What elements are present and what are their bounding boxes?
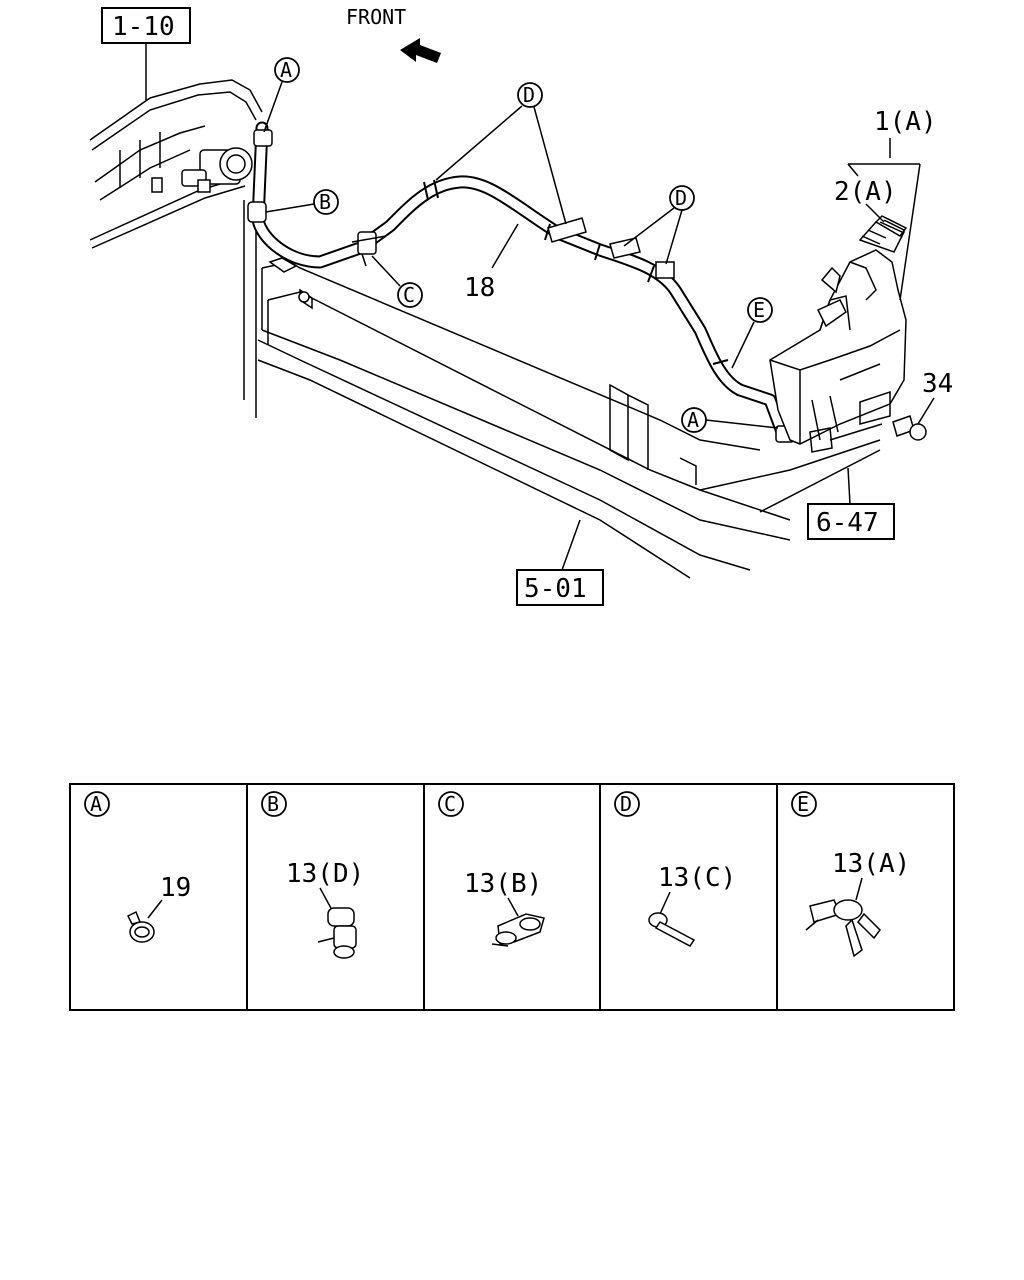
svg-text:A: A xyxy=(90,792,102,816)
detail-cell-e: E 13(A) xyxy=(791,791,910,958)
leader-line xyxy=(705,419,779,429)
clip-d-1 xyxy=(547,217,587,243)
leader-line xyxy=(265,203,315,213)
leader-line xyxy=(147,899,163,919)
double-clip-icon xyxy=(805,899,881,958)
label-cap: 2(A) xyxy=(834,177,897,207)
front-label: FRONT xyxy=(346,5,406,29)
detail-b-part: 13(D) xyxy=(286,859,364,889)
svg-text:1-10: 1-10 xyxy=(112,12,175,42)
detail-table xyxy=(69,783,955,1011)
callout-c[interactable]: C xyxy=(397,282,423,308)
svg-text:C: C xyxy=(403,283,415,307)
detail-cell-c: C 13(B) xyxy=(438,791,545,947)
svg-text:D: D xyxy=(620,792,632,816)
clip-a-top xyxy=(253,129,273,147)
detail-e-part: 13(A) xyxy=(832,849,910,879)
bolt-34 xyxy=(892,397,935,441)
svg-text:B: B xyxy=(267,792,279,816)
detail-a-letter xyxy=(84,791,110,817)
leader-line xyxy=(263,81,283,133)
callout-b[interactable]: B xyxy=(313,189,339,215)
leader-line xyxy=(319,887,333,911)
svg-text:5-01: 5-01 xyxy=(524,574,587,604)
leader-line xyxy=(623,207,683,265)
hose-clip-icon xyxy=(317,907,357,959)
washer-hose xyxy=(251,121,789,439)
detail-cell-d: D 13(C) xyxy=(614,791,736,947)
label-hose: 18 xyxy=(464,273,495,303)
label-tank: 1(A) xyxy=(874,107,937,137)
detail-e-letter xyxy=(791,791,817,817)
detail-a-part: 19 xyxy=(160,873,191,903)
radiator xyxy=(89,79,263,418)
svg-text:D: D xyxy=(523,83,535,107)
front-arrow-icon xyxy=(400,38,441,63)
svg-text:C: C xyxy=(444,792,456,816)
leader-line xyxy=(847,467,851,505)
label-bolt: 34 xyxy=(922,369,953,399)
svg-text:A: A xyxy=(687,408,699,432)
hose-clip-icon xyxy=(491,913,545,947)
detail-cell-b: B 13(D) xyxy=(261,791,364,959)
frame-member xyxy=(257,257,881,579)
svg-text:B: B xyxy=(319,190,331,214)
svg-text:E: E xyxy=(797,792,809,816)
leader-line xyxy=(855,877,863,901)
ref-box-1-10[interactable]: 1-10 xyxy=(101,7,191,44)
svg-text:6-47: 6-47 xyxy=(816,508,879,538)
clip-d-3 xyxy=(655,261,675,279)
leader-line xyxy=(847,138,921,301)
hose-clamp-icon xyxy=(126,910,155,943)
svg-text:D: D xyxy=(675,186,687,210)
callout-d-right[interactable]: D xyxy=(669,185,695,211)
callout-d-top[interactable]: D xyxy=(517,82,543,108)
clip-c xyxy=(351,231,387,267)
detail-cell-a: A 19 xyxy=(84,791,191,943)
leader-line xyxy=(731,321,755,369)
clip-d-2 xyxy=(609,237,641,259)
leader-line xyxy=(435,105,567,225)
leader-line xyxy=(865,203,885,223)
leader-line xyxy=(491,223,519,269)
ref-box-5-01[interactable]: 5-01 xyxy=(516,569,604,606)
detail-d-letter xyxy=(614,791,640,817)
clip-b xyxy=(247,201,267,223)
leader-line xyxy=(561,519,581,571)
svg-text:E: E xyxy=(753,298,765,322)
detail-c-part: 13(B) xyxy=(464,869,542,899)
callout-a-bottom[interactable]: A xyxy=(681,407,707,433)
callout-e[interactable]: E xyxy=(747,297,773,323)
washer-tank xyxy=(769,215,908,453)
cable-tie-icon xyxy=(648,912,696,947)
leader-line xyxy=(659,891,671,915)
ref-box-6-47[interactable]: 6-47 xyxy=(807,503,895,540)
callout-a-top[interactable]: A xyxy=(274,57,300,83)
detail-b-letter xyxy=(261,791,287,817)
detail-c-letter xyxy=(438,791,464,817)
leader-line xyxy=(507,897,519,917)
detail-d-part: 13(C) xyxy=(658,863,736,893)
svg-text:A: A xyxy=(280,58,292,82)
leader-line xyxy=(371,255,401,287)
